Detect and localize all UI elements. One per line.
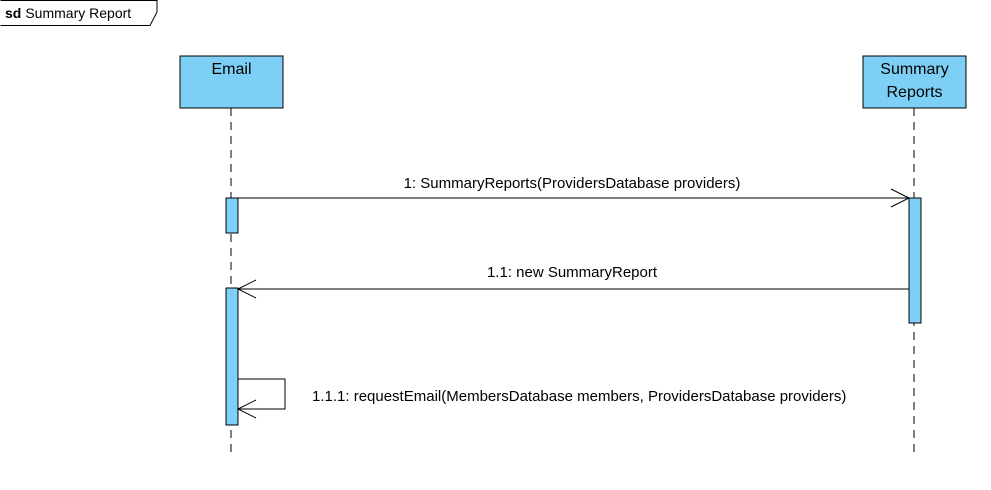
message-1-1-arrowhead bbox=[236, 279, 257, 299]
lifeline-summary-reports-head[interactable] bbox=[862, 55, 967, 109]
message-1-1-1-label[interactable]: 1.1.1: requestEmail(MembersDatabase memb… bbox=[312, 388, 846, 405]
message-1-arrowhead bbox=[890, 188, 911, 208]
activation-email-1[interactable] bbox=[225, 197, 239, 234]
message-1-1-1-line[interactable] bbox=[238, 378, 286, 410]
message-1-1[interactable]: 1.1: new SummaryReport bbox=[236, 264, 909, 299]
message-1-1-1-arrowhead bbox=[236, 399, 257, 419]
lifeline-email[interactable]: Email bbox=[179, 55, 284, 455]
activation-summary-reports-1[interactable] bbox=[908, 197, 922, 324]
message-1-1-label[interactable]: 1.1: new SummaryReport bbox=[487, 264, 658, 281]
lifeline-summary-reports-label-line2: Reports bbox=[886, 84, 942, 101]
lifeline-email-head[interactable] bbox=[179, 55, 284, 109]
message-1[interactable]: 1: SummaryReports(ProvidersDatabase prov… bbox=[238, 175, 911, 208]
lifeline-email-label: Email bbox=[211, 61, 251, 78]
lifeline-summary-reports-label-line1: Summary bbox=[880, 61, 948, 78]
activation-email-2[interactable] bbox=[225, 287, 239, 426]
frame-keyword: sd bbox=[5, 5, 21, 21]
frame-name: Summary Report bbox=[25, 5, 131, 21]
message-1-label[interactable]: 1: SummaryReports(ProvidersDatabase prov… bbox=[404, 175, 741, 192]
message-1-1-1[interactable]: 1.1.1: requestEmail(MembersDatabase memb… bbox=[236, 378, 846, 419]
